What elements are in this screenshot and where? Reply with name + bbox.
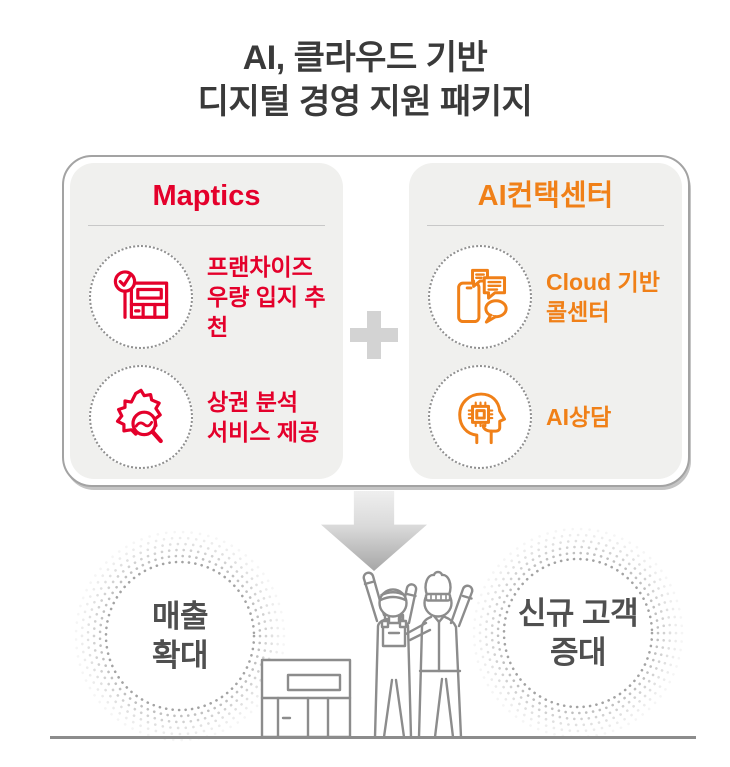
feature-icon-circle xyxy=(428,245,532,349)
feature-icon-circle xyxy=(428,365,532,469)
feature-icon-circle xyxy=(89,245,193,349)
feature-cloud-callcenter: Cloud 기반 콜센터 xyxy=(409,245,682,349)
card-maptics-title: Maptics xyxy=(152,180,261,212)
card-maptics: Maptics xyxy=(70,163,343,479)
head-chip-icon xyxy=(448,385,512,449)
down-arrow-icon xyxy=(321,491,427,571)
feature-label: 상권 분석 서비스 제공 xyxy=(207,389,320,445)
card-ai-contact-title: AI컨택센터 xyxy=(477,180,614,212)
feature-ai-consult: AI상담 xyxy=(409,365,682,469)
feature-label: 프랜차이즈 우량 입지 추천 xyxy=(207,254,326,340)
plus-icon xyxy=(350,311,398,359)
ground-line xyxy=(50,736,696,739)
store-check-icon xyxy=(109,265,173,329)
phone-chat-icon xyxy=(448,265,512,329)
card-ai-contact-center: AI컨택센터 xyxy=(409,163,682,479)
outcome-sales-growth: 매출 확대 xyxy=(151,599,209,673)
page-title: AI, 클라우드 기반 디지털 경영 지원 패키지 xyxy=(0,36,730,124)
worker-cap-head xyxy=(378,588,408,618)
dot-halo-right xyxy=(472,527,684,739)
feature-label: Cloud 기반 콜센터 xyxy=(546,269,660,325)
store-owners-illustration xyxy=(260,570,474,738)
dot-halo-left xyxy=(74,530,286,742)
feature-market-analysis: 상권 분석 서비스 제공 xyxy=(70,365,343,469)
feature-label: AI상담 xyxy=(546,404,612,430)
package-cards-container: Maptics xyxy=(62,155,690,487)
page-title-line2: 디지털 경영 지원 패키지 xyxy=(197,83,533,121)
page-title-line1: AI, 클라우드 기반 xyxy=(242,39,488,77)
divider xyxy=(87,225,326,226)
feature-franchise-location: 프랜차이즈 우량 입지 추천 xyxy=(70,245,343,349)
divider xyxy=(426,225,665,226)
map-search-icon xyxy=(109,385,173,449)
feature-icon-circle xyxy=(89,365,193,469)
outcome-new-customers: 신규 고객 증대 xyxy=(517,596,639,670)
